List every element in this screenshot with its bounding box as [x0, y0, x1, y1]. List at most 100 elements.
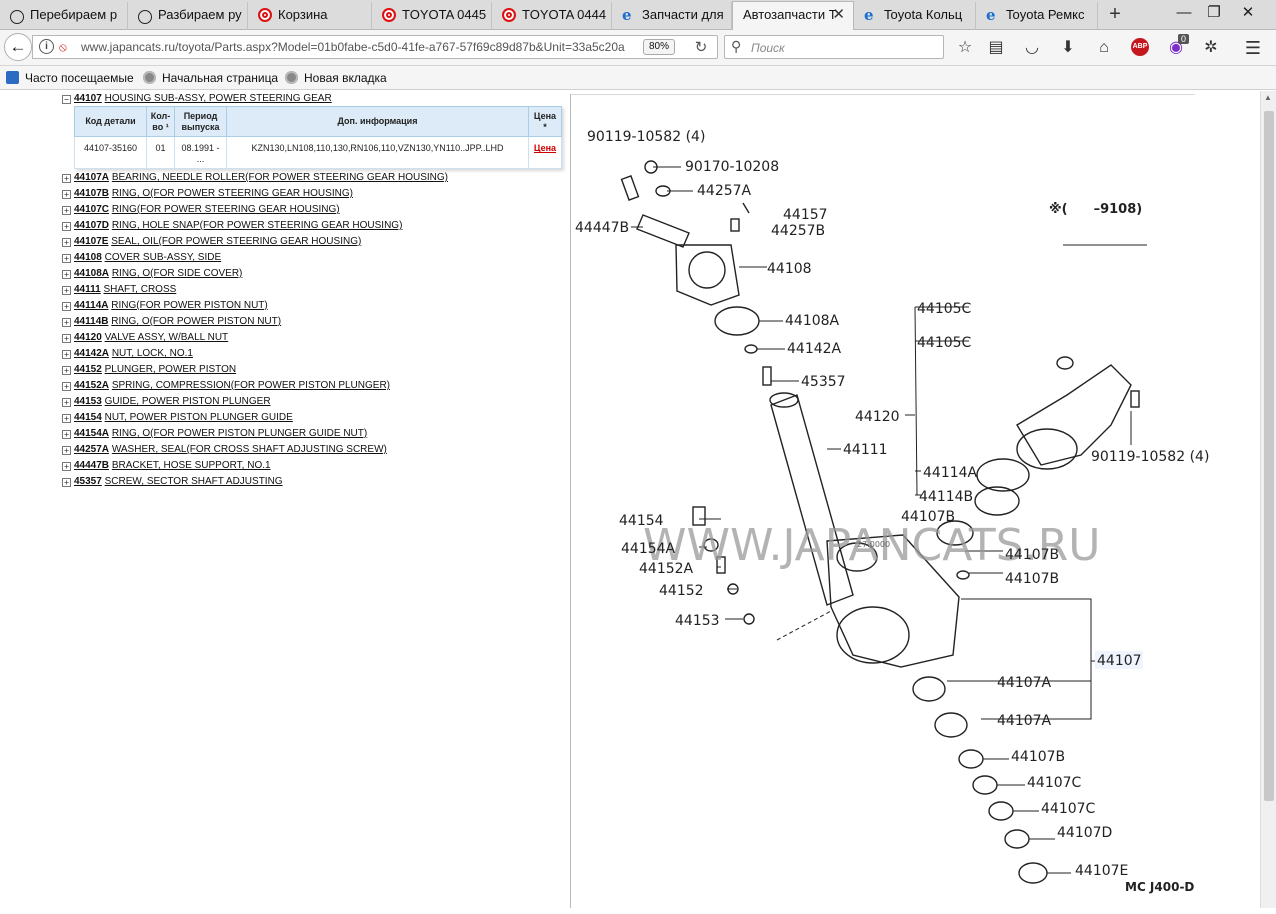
tab-0[interactable]: Перебираем р: [0, 2, 128, 30]
parts-group-item[interactable]: +44111 SHAFT, CROSS: [62, 283, 176, 297]
close-window-icon[interactable]: ✕: [1241, 4, 1255, 21]
part-label[interactable]: 44107A: [997, 675, 1052, 691]
part-label[interactable]: 44107A: [997, 713, 1052, 729]
part-label[interactable]: 44107B: [1011, 749, 1065, 765]
parts-group-item[interactable]: +44153 GUIDE, POWER PISTON PLUNGER: [62, 395, 271, 409]
parts-group-item[interactable]: +44107E SEAL, OIL(FOR POWER STEERING GEA…: [62, 235, 361, 249]
part-label[interactable]: 44154: [619, 513, 664, 529]
expand-icon[interactable]: +: [62, 302, 71, 311]
tab-7[interactable]: e Toyota Кольц: [854, 2, 976, 30]
parts-group-item[interactable]: +44120 VALVE ASSY, W/BALL NUT: [62, 331, 228, 345]
close-tab-icon[interactable]: ✕: [832, 6, 845, 23]
reading-list-icon[interactable]: ▤: [988, 39, 1004, 56]
expand-icon[interactable]: +: [62, 318, 71, 327]
expand-icon[interactable]: +: [62, 350, 71, 359]
expand-icon[interactable]: +: [62, 206, 71, 215]
page-scrollbar[interactable]: ▲: [1260, 91, 1276, 908]
part-label[interactable]: 44257A: [697, 183, 752, 199]
part-label[interactable]: 44153: [675, 613, 720, 629]
parts-group-item[interactable]: +44107A BEARING, NEEDLE ROLLER(FOR POWER…: [62, 171, 448, 185]
parts-group-item[interactable]: +44107D RING, HOLE SNAP(FOR POWER STEERI…: [62, 219, 402, 233]
part-label[interactable]: 44157: [783, 207, 828, 223]
part-label[interactable]: 44108: [767, 261, 812, 277]
price-link[interactable]: Цена: [528, 136, 562, 169]
expand-icon[interactable]: +: [62, 270, 71, 279]
minimize-icon[interactable]: —: [1176, 4, 1192, 21]
expand-icon[interactable]: +: [62, 238, 71, 247]
parts-group-item[interactable]: +44114A RING(FOR POWER PISTON NUT): [62, 299, 268, 313]
part-label[interactable]: 44107E: [1075, 863, 1128, 879]
part-label[interactable]: 44105C: [917, 301, 972, 317]
parts-group-item[interactable]: +45357 SCREW, SECTOR SHAFT ADJUSTING: [62, 475, 283, 489]
scroll-up-icon[interactable]: ▲: [1264, 93, 1272, 102]
part-label[interactable]: 90119-10582 (4): [1091, 449, 1209, 465]
bookmark-new-tab[interactable]: Новая вкладка: [285, 71, 387, 85]
bookmark-star-icon[interactable]: ☆: [957, 39, 973, 56]
tab-8[interactable]: e Toyota Ремкс: [976, 2, 1098, 30]
parts-group-item[interactable]: +44107B RING, O(FOR POWER STEERING GEAR …: [62, 187, 353, 201]
part-label[interactable]: 44142A: [787, 341, 842, 357]
part-label[interactable]: 44105C: [917, 335, 972, 351]
pocket-icon[interactable]: ◡: [1025, 39, 1039, 56]
part-label[interactable]: 44152A: [639, 561, 694, 577]
part-label[interactable]: 44107: [1097, 653, 1142, 669]
expand-icon[interactable]: +: [62, 174, 71, 183]
scrollbar-thumb[interactable]: [1264, 111, 1274, 801]
parts-group-item[interactable]: +44154 NUT, POWER PISTON PLUNGER GUIDE: [62, 411, 293, 425]
reload-icon[interactable]: ↻: [694, 39, 708, 56]
expand-icon[interactable]: +: [62, 366, 71, 375]
menu-icon[interactable]: ☰: [1244, 38, 1262, 58]
part-label[interactable]: 44107B: [1005, 571, 1059, 587]
part-label[interactable]: 44257B: [771, 223, 825, 239]
expand-icon[interactable]: +: [62, 254, 71, 263]
tools-icon[interactable]: ✲: [1204, 39, 1218, 56]
bookmark-most-visited[interactable]: Часто посещаемые: [6, 71, 134, 85]
part-label[interactable]: 44447B: [575, 220, 629, 236]
blocked-content-icon[interactable]: ⦸: [59, 40, 67, 54]
part-label[interactable]: 90119-10582 (4): [587, 129, 705, 145]
tab-1[interactable]: Разбираем ру: [128, 2, 248, 30]
parts-group-item[interactable]: +44152 PLUNGER, POWER PISTON: [62, 363, 236, 377]
parts-group-item[interactable]: +44154A RING, O(FOR POWER PISTON PLUNGER…: [62, 427, 367, 441]
restore-icon[interactable]: ❐: [1207, 4, 1221, 21]
part-label[interactable]: 90170-10208: [685, 159, 779, 175]
expand-icon[interactable]: +: [62, 222, 71, 231]
tab-2[interactable]: Корзина: [248, 2, 372, 30]
expand-icon[interactable]: +: [62, 478, 71, 487]
expand-icon[interactable]: +: [62, 398, 71, 407]
parts-group-expanded[interactable]: −44107 HOUSING SUB-ASSY, POWER STEERING …: [62, 92, 332, 106]
bookmark-start-page[interactable]: Начальная страница: [143, 71, 278, 85]
parts-group-item[interactable]: +44257A WASHER, SEAL(FOR CROSS SHAFT ADJ…: [62, 443, 387, 457]
parts-group-item[interactable]: +44107C RING(FOR POWER STEERING GEAR HOU…: [62, 203, 340, 217]
part-label[interactable]: 44120: [855, 409, 900, 425]
part-label[interactable]: 44154A: [621, 541, 676, 557]
part-label[interactable]: 44107D: [1057, 825, 1112, 841]
tab-4[interactable]: TOYOTA 0444: [492, 2, 612, 30]
tab-6-active[interactable]: Автозапчасти Т ✕: [732, 1, 854, 31]
adblock-icon[interactable]: ABP: [1131, 38, 1149, 56]
info-icon[interactable]: i: [39, 39, 54, 54]
part-label[interactable]: 44111: [843, 442, 888, 458]
collapse-icon[interactable]: −: [62, 95, 71, 104]
part-label[interactable]: 44107B: [1005, 547, 1059, 563]
part-label[interactable]: 44107C: [1027, 775, 1082, 791]
zoom-level[interactable]: 80%: [643, 39, 675, 55]
expand-icon[interactable]: +: [62, 414, 71, 423]
parts-group-item[interactable]: +44114B RING, O(FOR POWER PISTON NUT): [62, 315, 281, 329]
part-label[interactable]: 44107B: [901, 509, 955, 525]
parts-group-item[interactable]: +44152A SPRING, COMPRESSION(FOR POWER PI…: [62, 379, 390, 393]
part-label[interactable]: 44108A: [785, 313, 840, 329]
expand-icon[interactable]: +: [62, 446, 71, 455]
parts-group-item[interactable]: +44108 COVER SUB-ASSY, SIDE: [62, 251, 221, 265]
url-bar[interactable]: i ⦸ www.japancats.ru/toyota/Parts.aspx?M…: [32, 35, 718, 59]
part-label[interactable]: 45357: [801, 374, 846, 390]
part-label[interactable]: 44152: [659, 583, 704, 599]
tab-3[interactable]: TOYOTA 0445: [372, 2, 492, 30]
part-label[interactable]: 44114B: [919, 489, 973, 505]
part-label[interactable]: 44114A: [923, 465, 978, 481]
new-tab-button[interactable]: +: [1109, 3, 1121, 25]
parts-group-item[interactable]: +44108A RING, O(FOR SIDE COVER): [62, 267, 242, 281]
home-icon[interactable]: ⌂: [1099, 39, 1109, 56]
expand-icon[interactable]: +: [62, 190, 71, 199]
expand-icon[interactable]: +: [62, 334, 71, 343]
